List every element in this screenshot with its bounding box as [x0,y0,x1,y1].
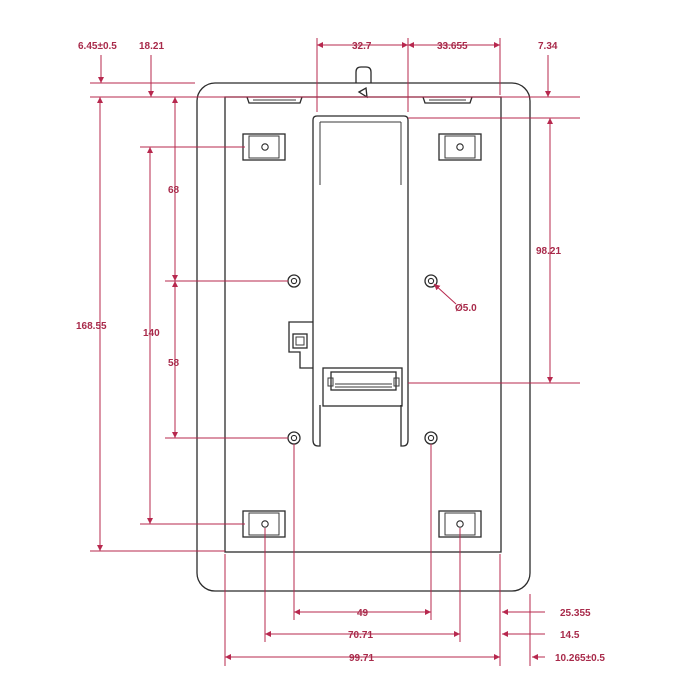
dim-top-bezel-height: 18.21 [139,41,164,52]
dim-center-slot-width: 32.7 [352,41,372,52]
mounting-foot-top-right [438,133,482,161]
screw-hole-upper-left [287,274,301,288]
slot-right-leg [400,365,409,447]
dim-right-channel-width: 33.655 [437,41,468,52]
back-plate [224,96,502,553]
dim-hole-diameter: Ø5.0 [455,303,477,314]
dim-total-height: 168.55 [76,321,107,332]
tab-arrow-icon [357,86,368,99]
mounting-foot-top-left [242,133,286,161]
dim-right-offset-medium: 14.5 [560,630,580,641]
top-left-clip [246,96,303,104]
side-connector [288,321,313,369]
dim-total-width: 99.71 [349,653,374,664]
center-slot [312,115,409,365]
dimension-lines [90,38,580,666]
fpc-connector [322,367,403,407]
mounting-foot-bottom-left [242,510,286,538]
device-outline [196,66,531,592]
top-right-clip [422,96,473,104]
dim-screw-spacing-horizontal: 49 [357,608,369,619]
dim-foot-spacing-horizontal: 70.71 [348,630,373,641]
dim-top-left-offset: 6.45±0.5 [78,41,117,52]
dim-right-offset-large: 25.355 [560,608,591,619]
top-tab [355,66,372,83]
dim-right-vertical-span: 98.21 [536,246,561,257]
dim-upper-foot-to-screw: 68 [168,185,180,196]
outer-frame [196,82,531,592]
dim-right-offset-small: 10.265±0.5 [555,653,605,664]
screw-hole-lower-left [287,431,301,445]
dimension-labels: 6.45±0.5 18.21 32.7 33.655 7.34 68 168.5… [76,41,605,664]
screw-hole-lower-right [424,431,438,445]
screw-hole-upper-right [424,274,438,288]
slot-left-leg [312,365,321,447]
dim-lower-screw-span: 58 [168,358,180,369]
dim-foot-spacing-vertical: 140 [143,328,160,339]
dim-top-right-offset: 7.34 [538,41,558,52]
